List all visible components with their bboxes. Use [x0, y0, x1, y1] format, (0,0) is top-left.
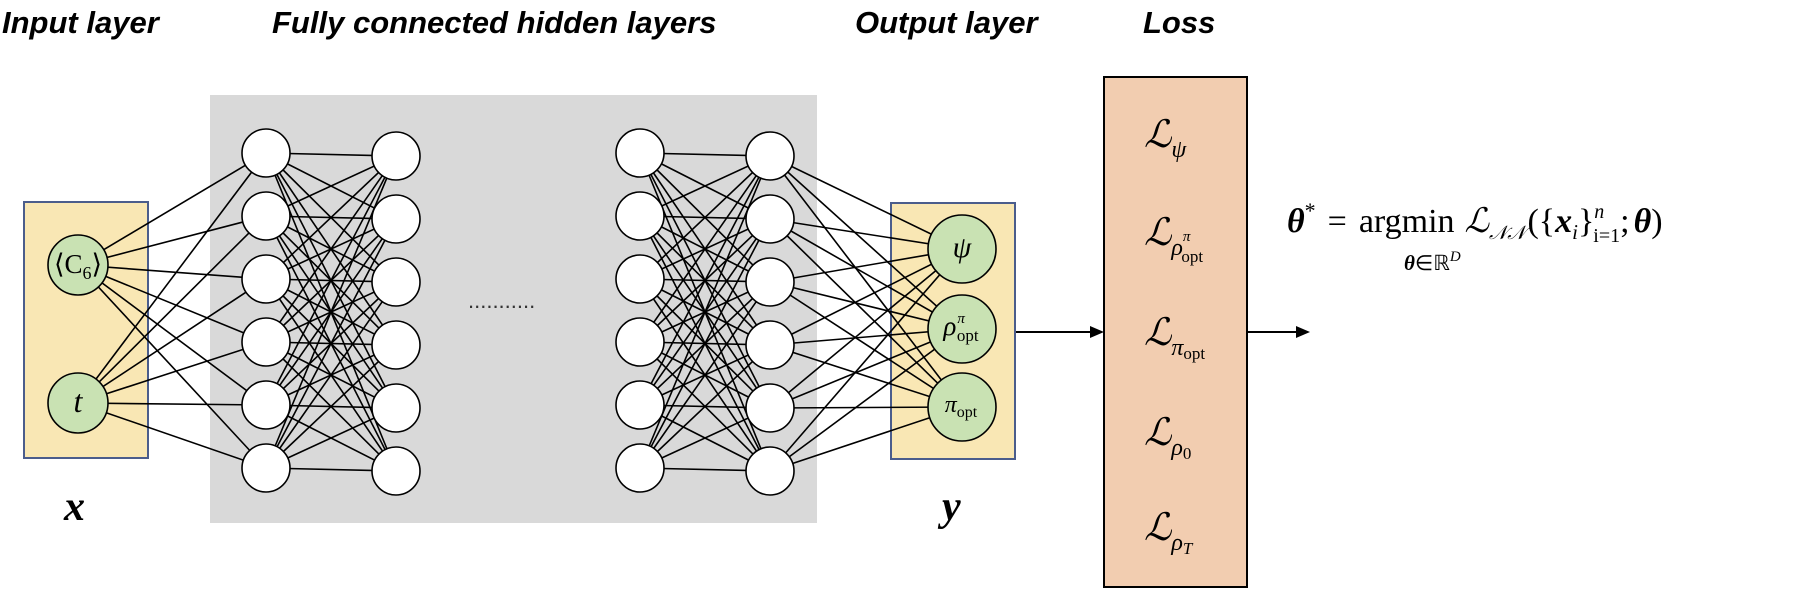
hidden3-node-0: [615, 128, 665, 178]
edge-hidden4-0-output-2: [769, 155, 963, 408]
edge-input-1-hidden1-4: [77, 402, 267, 406]
hidden1-node-0: [241, 128, 291, 178]
edge-hidden3-3-hidden4-0: [639, 155, 771, 343]
hidden4-node-5: [745, 446, 795, 496]
hidden2-node-0: [371, 131, 421, 181]
hidden-layers-title: Fully connected hidden layers: [272, 5, 716, 40]
hidden1-node-3: [241, 317, 291, 367]
input-layer-title: Input layer: [2, 5, 161, 40]
loss-term-pi-opt: ℒπopt: [1144, 310, 1205, 363]
output-to-loss-arrowhead: [1090, 326, 1104, 338]
edge-hidden4-5-output-0: [769, 248, 963, 472]
hidden4-node-4: [745, 383, 795, 433]
input-vector-label: x: [63, 484, 85, 530]
edge-hidden1-5-hidden2-1: [265, 218, 397, 469]
hidden1-node-2: [241, 254, 291, 304]
edge-input-0-hidden1-3: [77, 264, 267, 343]
hidden4-node-2: [745, 257, 795, 307]
edge-input-1-hidden1-1: [77, 215, 267, 404]
hidden-layers-ellipsis: ...........: [468, 288, 535, 313]
hidden1-node-1: [241, 191, 291, 241]
output-node-2: [927, 372, 997, 442]
edge-hidden3-5-hidden4-2: [639, 281, 771, 469]
input-node-1: [47, 372, 109, 434]
edge-input-0-hidden1-1: [77, 215, 267, 266]
output-node-psi-label: ψ: [953, 231, 973, 264]
edge-input-1-hidden1-5: [77, 402, 267, 469]
edge-hidden4-3-output-0: [769, 248, 963, 346]
edge-hidden1-5-hidden2-3: [265, 344, 397, 469]
input-node-t-label: t: [74, 383, 84, 419]
edge-hidden1-3-hidden2-0: [265, 155, 397, 343]
edge-hidden3-5-hidden4-3: [639, 344, 771, 469]
input-node-0: [47, 234, 109, 296]
output-layer-title: Output layer: [855, 5, 1040, 40]
edge-hidden1-2-hidden2-0: [265, 155, 397, 280]
output-node-0: [927, 214, 997, 284]
hidden3-node-4: [615, 380, 665, 430]
hidden3-node-1: [615, 191, 665, 241]
hidden1-node-4: [241, 380, 291, 430]
loss-box: [1103, 76, 1248, 588]
edge-input-0-hidden1-5: [77, 264, 267, 469]
hidden2-node-1: [371, 194, 421, 244]
loss-term-rho-0: ℒρ0: [1144, 410, 1191, 463]
edge-hidden4-1-output-1: [769, 218, 963, 330]
network-nodes: [47, 128, 997, 496]
output-vector-label: y: [937, 484, 961, 530]
output-node-pi-label: πopt: [945, 392, 978, 421]
edge-hidden4-1-output-2: [769, 218, 963, 408]
edge-input-0-hidden1-2: [77, 264, 267, 280]
edge-hidden3-4-hidden4-0: [639, 155, 771, 406]
hidden2-node-2: [371, 257, 421, 307]
edge-hidden4-4-output-0: [769, 248, 963, 409]
edge-hidden4-0-output-0: [769, 155, 963, 250]
loss-title: Loss: [1143, 5, 1215, 40]
loss-term-rho-T: ℒρT: [1144, 505, 1194, 558]
hidden2-node-5: [371, 446, 421, 496]
hidden3-node-5: [615, 443, 665, 493]
edge-input-1-hidden1-0: [77, 152, 267, 404]
hidden3-node-2: [615, 254, 665, 304]
edge-hidden3-5-hidden4-1: [639, 218, 771, 469]
hidden4-node-3: [745, 320, 795, 370]
hidden3-node-3: [615, 317, 665, 367]
hidden-layers-panel: [210, 95, 817, 523]
edge-hidden1-4-hidden2-0: [265, 155, 397, 406]
hidden2-node-3: [371, 320, 421, 370]
edge-hidden1-5-hidden2-2: [265, 281, 397, 469]
edge-hidden4-5-output-1: [769, 328, 963, 472]
edge-input-0-hidden1-0: [77, 152, 267, 266]
output-node-1: [927, 294, 997, 364]
hidden1-node-5: [241, 443, 291, 493]
edge-input-1-hidden1-2: [77, 278, 267, 404]
edge-hidden4-2-output-2: [769, 281, 963, 408]
hidden2-node-4: [371, 383, 421, 433]
input-node-c6-label: ⟨C6⟩: [54, 249, 102, 283]
edge-hidden4-0-output-1: [769, 155, 963, 330]
loss-term-psi: ℒψ: [1144, 112, 1187, 163]
hidden4-node-1: [745, 194, 795, 244]
hidden4-node-0: [745, 131, 795, 181]
objective-argmin-subscript: θ∈ℝD: [1404, 249, 1461, 275]
edge-hidden3-2-hidden4-0: [639, 155, 771, 280]
edge-input-1-hidden1-3: [77, 341, 267, 404]
loss-to-objective-arrowhead: [1296, 326, 1310, 338]
edge-input-0-hidden1-4: [77, 264, 267, 406]
